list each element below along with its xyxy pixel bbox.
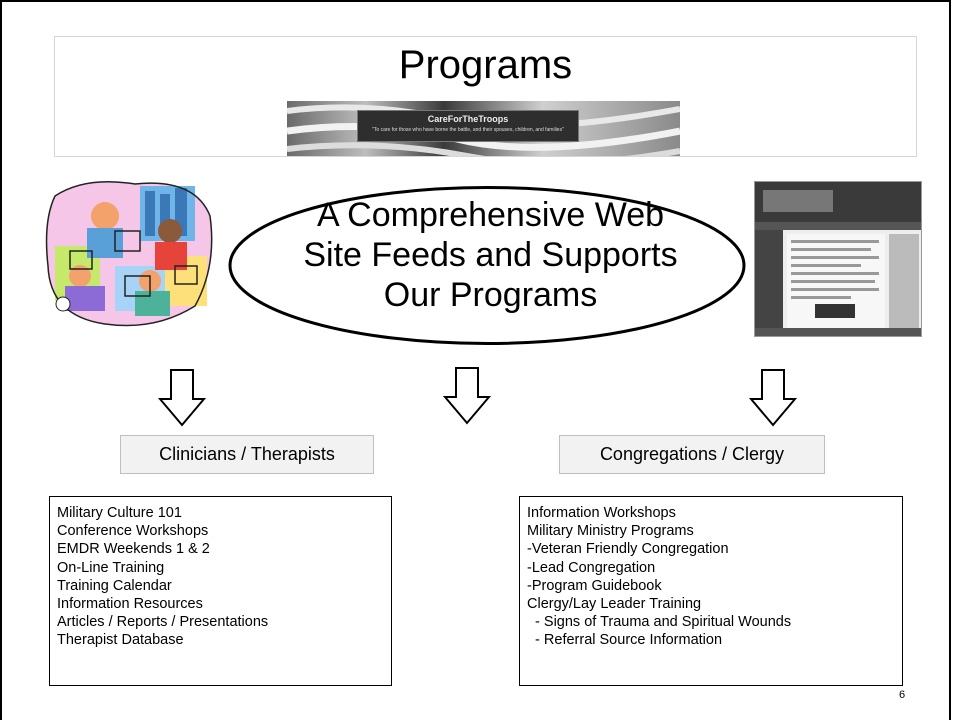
list-item: -Program Guidebook: [527, 577, 662, 594]
list-item: Information Resources: [57, 596, 203, 613]
list-item: Military Ministry Programs: [527, 523, 694, 540]
clinicians-category-label: Clinicians / Therapists: [120, 435, 374, 474]
clinicians-program-list: Military Culture 101 Conference Workshop…: [49, 496, 392, 686]
center-statement: A Comprehensive Web Site Feeds and Suppo…: [248, 195, 733, 315]
list-item: Clergy/Lay Leader Training: [527, 596, 702, 613]
people-at-computers-clipart: [45, 180, 213, 327]
list-item: Military Culture 101: [57, 505, 182, 521]
list-item: EMDR Weekends 1 & 2: [57, 541, 210, 558]
down-arrow-icon: [443, 367, 491, 425]
list-item: -Lead Congregation: [527, 559, 656, 576]
statement-line-3: Our Programs: [383, 276, 598, 314]
statement-oval: [228, 186, 746, 345]
list-item: On-Line Training: [57, 559, 165, 576]
title-box: Programs: [54, 36, 917, 157]
page-number: 6: [899, 689, 906, 701]
congregations-program-list: Information Workshops Military Ministry …: [519, 496, 903, 686]
website-screenshot-graphic: [755, 182, 921, 336]
slide-title: Programs: [398, 43, 573, 87]
down-arrow-icon: [158, 369, 206, 427]
banner-name: CareForTheTroops: [427, 114, 509, 124]
list-item: Training Calendar: [57, 577, 172, 594]
list-item: - Signs of Trauma and Spiritual Wounds: [527, 614, 792, 631]
list-item: -Veteran Friendly Congregation: [527, 541, 729, 558]
statement-line-1: A Comprehensive Web: [316, 196, 665, 234]
website-screenshot-thumbnail: [754, 181, 922, 337]
banner-plate: CareForTheTroops "To care for those who …: [357, 110, 579, 142]
careforthetroops-banner: CareForTheTroops "To care for those who …: [287, 101, 680, 156]
list-item: - Referral Source Information: [527, 632, 723, 649]
banner-motto: "To care for those who have borne the ba…: [372, 127, 564, 133]
list-item: Conference Workshops: [57, 523, 209, 540]
list-item: Articles / Reports / Presentations: [57, 614, 269, 631]
down-arrow-icon: [749, 369, 797, 427]
statement-line-2: Site Feeds and Supports: [303, 236, 678, 274]
list-item: Therapist Database: [57, 632, 184, 649]
list-item: Information Workshops: [527, 505, 676, 521]
congregations-category-label: Congregations / Clergy: [559, 435, 825, 474]
